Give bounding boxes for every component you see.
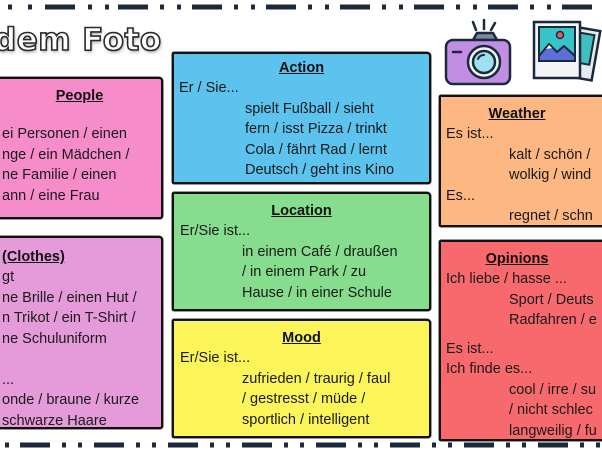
clothes-card: (Clothes) gt ne Brille / einen Hut / n T… <box>0 236 163 429</box>
clothes-line: ... <box>2 371 15 388</box>
weather-lead: Es ist... <box>446 126 494 142</box>
action-lead: Er / Sie... <box>179 80 239 96</box>
mood-line: / gestresst / müde / <box>242 391 366 407</box>
clothes-line: ne Brille / einen Hut / <box>2 289 137 306</box>
weather-line: kalt / schön / <box>509 146 591 163</box>
people-line: ei Personen / einen <box>2 126 127 142</box>
location-line: / in einem Park / zu <box>242 264 367 280</box>
clothes-line: gt <box>2 269 15 285</box>
people-heading: People <box>55 88 104 104</box>
clothes-line <box>2 349 161 370</box>
dashed-border-top <box>8 4 592 10</box>
location-heading: Location <box>271 203 332 219</box>
clothes-line: onde / braune / kurze <box>2 392 140 408</box>
opinions-line: / nicht schlec <box>509 402 593 418</box>
action-line: Cola / fährt Rad / lernt <box>245 141 387 158</box>
opinions-lead: Ich finde es... <box>446 361 533 377</box>
photo-gallery-icon <box>530 20 602 82</box>
clothes-line: schwarze Haare <box>2 412 107 429</box>
clothes-heading: (Clothes) <box>2 249 65 265</box>
location-line: in einem Café / draußen <box>242 243 398 260</box>
weather-line: regnet / schn <box>509 208 593 224</box>
opinions-line: cool / irre / su <box>509 381 597 398</box>
clothes-line: ne Schuluniform <box>2 330 107 347</box>
action-line: spielt Fußball / sieht <box>245 100 374 117</box>
opinions-card: Opinions Ich liebe / hasse ... Sport / D… <box>439 240 602 441</box>
action-line: fern / isst Pizza / trinkt <box>245 121 387 137</box>
page-title: dem Foto <box>0 21 162 59</box>
action-line: Deutsch / geht ins Kino <box>245 162 395 178</box>
location-card: Location Er/Sie ist... in einem Café / d… <box>172 192 431 311</box>
weather-heading: Weather <box>488 106 546 122</box>
weather-card: Weather Es ist... kalt / schön / wolkig … <box>439 95 602 227</box>
people-card: People ei Personen / einen nge / ein Mäd… <box>0 77 163 219</box>
location-line: Hause / in einer Schule <box>242 284 392 301</box>
action-heading: Action <box>278 60 325 76</box>
opinions-lead: Es ist... <box>446 340 494 357</box>
opinions-line: Sport / Deuts <box>509 291 594 308</box>
dashed-border-bottom <box>5 442 600 448</box>
people-line: ann / eine Frau <box>2 187 100 204</box>
camera-icon <box>443 18 513 88</box>
people-line: nge / ein Mädchen / <box>2 146 130 163</box>
people-line: ne Familie / einen <box>2 167 117 183</box>
opinions-line: Radfahren / e <box>509 312 597 328</box>
mood-line: sportlich / intelligent <box>242 411 370 428</box>
opinions-heading: Opinions <box>485 251 549 267</box>
opinions-line: langweilig / fu <box>509 422 597 439</box>
mood-line: zufrieden / traurig / faul <box>242 370 391 387</box>
action-card: Action Er / Sie... spielt Fußball / sieh… <box>172 52 431 184</box>
location-lead: Er/Sie ist... <box>180 223 251 239</box>
opinions-lead: Ich liebe / hasse ... <box>446 271 567 287</box>
weather-lead: Es... <box>446 187 476 204</box>
mood-lead: Er/Sie ist... <box>180 350 251 366</box>
weather-line: wolkig / wind <box>509 167 592 183</box>
clothes-line: n Trikot / ein T-Shirt / <box>2 310 136 326</box>
mood-card: Mood Er/Sie ist... zufrieden / traurig /… <box>172 319 431 438</box>
mood-heading: Mood <box>282 330 321 346</box>
